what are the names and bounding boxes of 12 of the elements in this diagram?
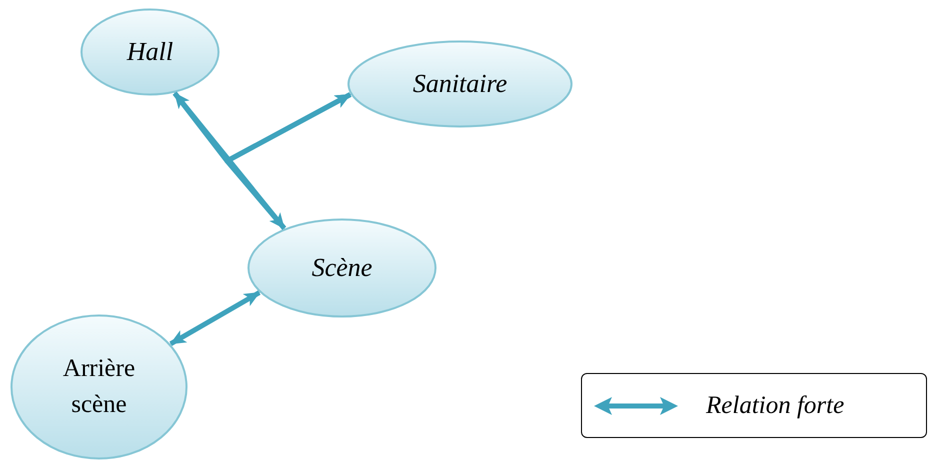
legend-label: Relation forte <box>706 390 844 421</box>
ellipse-node <box>247 218 437 318</box>
ellipse-node <box>347 40 573 128</box>
arrow <box>169 290 261 346</box>
ellipse-node <box>10 314 188 460</box>
node-label: Scène <box>310 252 374 284</box>
node-label: Arrière scène <box>62 354 136 420</box>
node-label: Hall <box>126 36 174 68</box>
node-label: Sanitaire <box>412 68 508 100</box>
arrow <box>172 92 286 230</box>
arrow <box>224 92 352 230</box>
ellipse-node <box>80 8 220 96</box>
